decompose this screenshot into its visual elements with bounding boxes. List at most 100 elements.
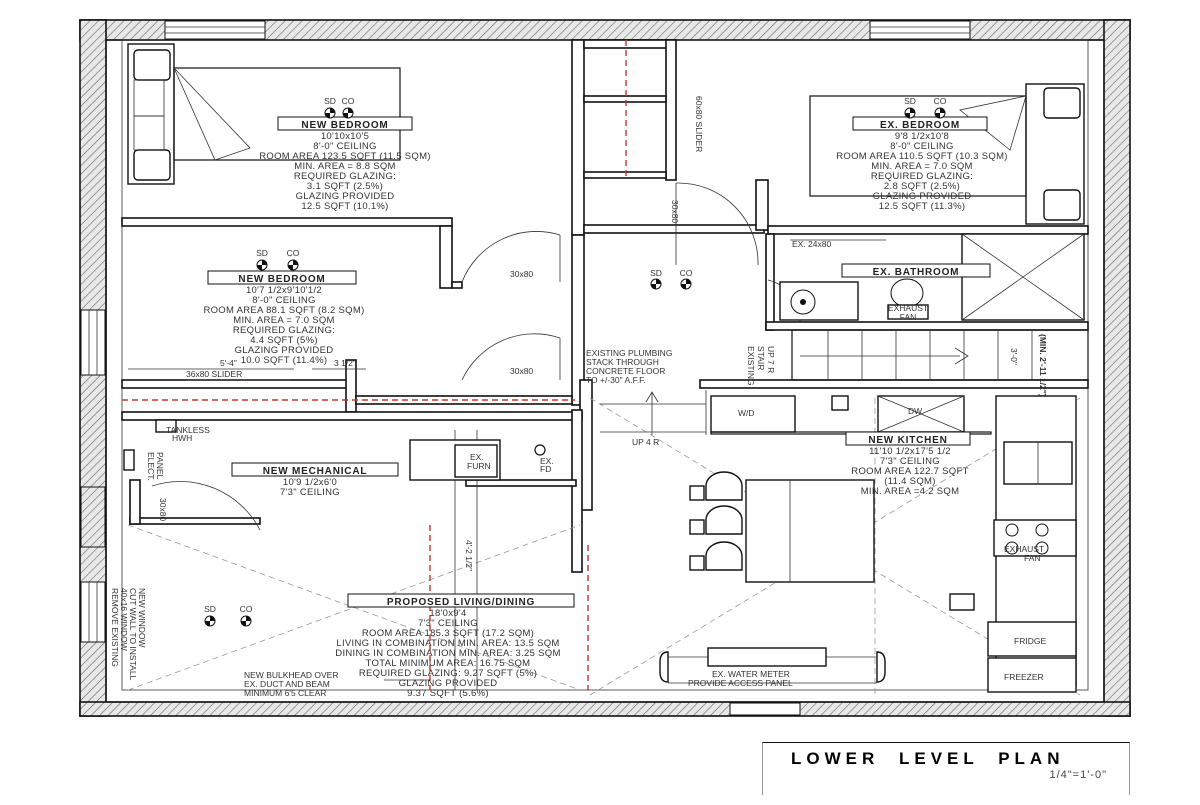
svg-text:(11.4 SQM): (11.4 SQM) <box>884 476 935 487</box>
svg-text:FAN: FAN <box>900 312 917 322</box>
svg-text:UP 7 R: UP 7 R <box>766 346 776 373</box>
svg-text:EX.: EX. <box>540 456 554 466</box>
svg-text:CONCRETE FLOOR: CONCRETE FLOOR <box>586 366 665 376</box>
svg-text:FRIDGE: FRIDGE <box>1014 636 1046 646</box>
svg-text:11'10 1/2x17'5 1/2: 11'10 1/2x17'5 1/2 <box>869 446 951 457</box>
svg-text:3'-0": 3'-0" <box>1009 348 1019 365</box>
svg-text:10.0 SQFT (11.4%): 10.0 SQFT (11.4%) <box>241 355 328 366</box>
smoke-detector-icon: SD <box>256 248 268 271</box>
svg-text:CUT WALL TO INSTALL: CUT WALL TO INSTALL <box>128 588 138 681</box>
room-label-ex-bathroom: EX. BATHROOM EXHAUST FAN <box>841 263 991 322</box>
svg-text:40x16 WINDOW: 40x16 WINDOW <box>119 588 129 651</box>
svg-text:EX. BEDROOM: EX. BEDROOM <box>880 120 960 131</box>
kitchen-fixtures <box>689 395 1077 693</box>
svg-text:SD: SD <box>650 268 662 278</box>
svg-text:ROOM AREA 88.1 SQFT (8.2 SQM): ROOM AREA 88.1 SQFT (8.2 SQM) <box>203 305 364 316</box>
svg-text:MIN. AREA = 7.0 SQM: MIN. AREA = 7.0 SQM <box>871 161 973 172</box>
svg-text:10'9 1/2x6'0: 10'9 1/2x6'0 <box>283 477 337 488</box>
svg-text:FAN: FAN <box>1024 553 1041 563</box>
svg-text:CO: CO <box>934 96 947 106</box>
svg-text:EX.: EX. <box>470 452 484 462</box>
svg-text:2.8 SQFT (2.5%): 2.8 SQFT (2.5%) <box>884 181 960 192</box>
svg-text:GLAZING PROVIDED: GLAZING PROVIDED <box>873 191 972 202</box>
svg-text:REQUIRED GLAZING:: REQUIRED GLAZING: <box>294 171 396 182</box>
svg-text:PANEL: PANEL <box>155 452 165 480</box>
room-label-new-bedroom-2: NEW BEDROOM 10'7 1/2x9'10'1/2 8'-0" CEIL… <box>203 270 364 366</box>
svg-text:CO: CO <box>342 96 355 106</box>
ex-bedroom-furniture <box>809 83 1085 225</box>
svg-text:NEW MECHANICAL: NEW MECHANICAL <box>263 466 368 477</box>
svg-text:30x80: 30x80 <box>510 269 533 279</box>
title-block: LOWER LEVEL PLAN 1/4"=1'-0" <box>762 742 1130 795</box>
svg-text:NEW WINDOW: NEW WINDOW <box>137 588 147 648</box>
svg-text:SD: SD <box>256 248 268 258</box>
svg-text:ELECT.: ELECT. <box>146 452 156 481</box>
svg-text:TANKLESS: TANKLESS <box>166 425 210 435</box>
svg-text:ROOM AREA 110.5 SQFT (10.3 SQM: ROOM AREA 110.5 SQFT (10.3 SQM) <box>836 151 1008 162</box>
svg-text:REQUIRED GLAZING:: REQUIRED GLAZING: <box>233 325 335 336</box>
svg-text:EXISTING: EXISTING <box>746 346 756 386</box>
svg-text:30x80: 30x80 <box>510 366 533 376</box>
smoke-detector-icon: SD <box>904 96 916 119</box>
svg-text:STAIR: STAIR <box>756 346 766 370</box>
svg-text:FD: FD <box>540 464 551 474</box>
svg-text:W/D: W/D <box>738 408 755 418</box>
svg-text:4'-2 1/2": 4'-2 1/2" <box>464 540 474 571</box>
svg-text:MIN. AREA =4.2 SQM: MIN. AREA =4.2 SQM <box>861 486 960 497</box>
plan-scale: 1/4"=1'-0" <box>1049 769 1107 781</box>
room-label-new-kitchen: NEW KITCHEN 11'10 1/2x17'5 1/2 7'3" CEIL… <box>845 431 971 497</box>
room-label-ex-bedroom: EX. BEDROOM 9'8 1/2x10'8 8'-0" CEILING R… <box>836 116 1008 212</box>
svg-text:3.1 SQFT (2.5%): 3.1 SQFT (2.5%) <box>307 181 383 192</box>
svg-text:REMOVE EXISTING: REMOVE EXISTING <box>110 588 120 667</box>
svg-text:MIN. AREA = 7.0 SQM: MIN. AREA = 7.0 SQM <box>233 315 335 326</box>
svg-text:ROOM AREA 123.5 SQFT (11.5 SQM: ROOM AREA 123.5 SQFT (11.5 SQM) <box>259 151 431 162</box>
svg-text:EX. BATHROOM: EX. BATHROOM <box>873 267 960 278</box>
svg-text:7'3" CEILING: 7'3" CEILING <box>880 456 940 467</box>
svg-text:ROOM AREA 122.7 SQFT: ROOM AREA 122.7 SQFT <box>851 466 968 477</box>
room-label-living: PROPOSED LIVING/DINING 18'0x9'4 7'3" CEI… <box>335 593 575 699</box>
svg-text:PROVIDE ACCESS PANEL: PROVIDE ACCESS PANEL <box>688 678 793 688</box>
svg-text:CO: CO <box>287 248 300 258</box>
room-label-new-mechanical: NEW MECHANICAL 10'9 1/2x6'0 7'3" CEILING <box>231 462 399 498</box>
svg-text:REQUIRED GLAZING: 9.27 SQFT (5: REQUIRED GLAZING: 9.27 SQFT (5%) <box>359 668 537 679</box>
svg-text:7'3" CEILING: 7'3" CEILING <box>280 487 340 498</box>
detectors: SD CO SD CO SD CO SD CO SD CO <box>204 96 947 627</box>
svg-text:7'3" CEILING: 7'3" CEILING <box>418 618 478 629</box>
exterior-windows <box>80 20 971 716</box>
svg-text:UP 4 R: UP 4 R <box>632 437 659 447</box>
room-label-new-bedroom-1: NEW BEDROOM 10'10x10'5 8'-0" CEILING ROO… <box>259 116 431 212</box>
svg-text:EX. DUCT AND BEAM: EX. DUCT AND BEAM <box>244 679 330 689</box>
co-detector-icon: CO <box>342 96 355 119</box>
mechanical-fixtures <box>123 419 546 481</box>
svg-text:DINING IN COMBINATION MIN. ARE: DINING IN COMBINATION MIN. AREA: 3.25 SQ… <box>335 648 560 659</box>
svg-text:12.5 SQFT (11.3%): 12.5 SQFT (11.3%) <box>879 201 966 212</box>
annotations: 60x80 SLIDER 30x80 30x80 30x80 EX. 24x80… <box>110 96 1048 698</box>
doors <box>151 182 801 531</box>
svg-text:CO: CO <box>240 604 253 614</box>
svg-text:60x80 SLIDER: 60x80 SLIDER <box>694 96 704 152</box>
svg-text:(MIN. 2'-11 1/2"): (MIN. 2'-11 1/2") <box>1038 334 1048 397</box>
svg-text:30x80: 30x80 <box>158 498 168 521</box>
svg-text:GLAZING PROVIDED: GLAZING PROVIDED <box>235 345 334 356</box>
svg-text:MINIMUM 6'5 CLEAR: MINIMUM 6'5 CLEAR <box>244 688 326 698</box>
smoke-detector-icon: SD <box>204 604 216 627</box>
up-stair <box>600 390 707 435</box>
living-fixtures <box>659 647 886 684</box>
svg-text:18'0x9'4: 18'0x9'4 <box>429 608 466 619</box>
svg-text:EXHAUST: EXHAUST <box>888 303 928 313</box>
svg-text:EXHAUST: EXHAUST <box>1004 544 1044 554</box>
svg-text:36x80 SLIDER: 36x80 SLIDER <box>186 369 242 379</box>
smoke-detector-icon: SD <box>650 268 662 290</box>
svg-text:TO +/-30" A.F.F.: TO +/-30" A.F.F. <box>586 375 646 385</box>
svg-text:10'10x10'5: 10'10x10'5 <box>321 131 369 142</box>
smoke-detector-icon: SD <box>324 96 336 119</box>
svg-text:3 1/2": 3 1/2" <box>334 358 356 368</box>
svg-text:8'-0" CEILING: 8'-0" CEILING <box>890 141 953 152</box>
svg-text:10'7 1/2x9'10'1/2: 10'7 1/2x9'10'1/2 <box>246 285 322 296</box>
svg-text:PROPOSED LIVING/DINING: PROPOSED LIVING/DINING <box>387 597 535 608</box>
co-detector-icon: CO <box>934 96 947 119</box>
svg-text:5'-4": 5'-4" <box>220 358 237 368</box>
svg-text:REQUIRED GLAZING:: REQUIRED GLAZING: <box>871 171 973 182</box>
svg-text:SD: SD <box>904 96 916 106</box>
